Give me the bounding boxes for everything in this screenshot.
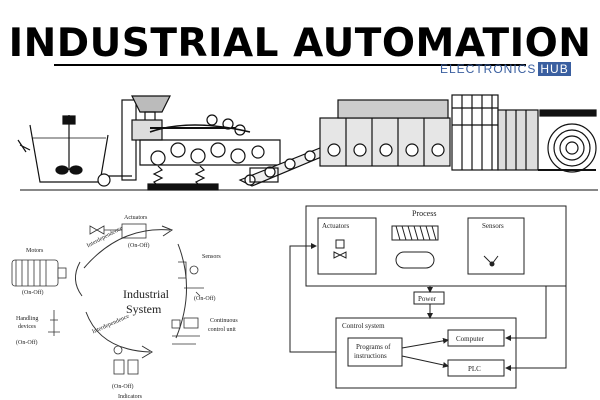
node-indicators-sub: (On-Off) [112, 383, 134, 390]
node-continuous-sub: control unit [208, 327, 236, 333]
handling-device-icon [48, 310, 60, 336]
label-programs-1: Programs of [356, 343, 391, 351]
control-unit-icon [171, 319, 181, 329]
actuators-box [317, 217, 377, 275]
mixer-motor [62, 115, 76, 125]
tank-icon [395, 251, 435, 269]
node-continuous: Continuous [210, 318, 238, 324]
title-underline [54, 64, 526, 66]
reel-winder [547, 123, 597, 173]
label-plc: PLC [468, 365, 481, 373]
label-process: Process [412, 209, 436, 218]
node-handling-2: devices [18, 324, 37, 330]
node-motors: Motors [26, 248, 44, 254]
node-handling-sub: (On-Off) [16, 339, 38, 346]
label-programs-2: instructions [354, 352, 387, 360]
label-power: Power [418, 295, 437, 303]
programs-box [347, 337, 403, 367]
center-label-2: System [126, 302, 162, 316]
control-system-box [335, 317, 517, 389]
page-title: INDUSTRIAL AUTOMATION [8, 21, 592, 66]
node-motors-sub: (On-Off) [22, 289, 44, 296]
arrow-bottom [85, 311, 151, 353]
node-indicators: Indicators [118, 394, 143, 400]
sensor-icon [178, 261, 187, 279]
hopper [131, 95, 171, 113]
node-actuators: Actuators [124, 215, 148, 221]
node-sensors: Sensors [202, 254, 221, 260]
logo-tail: HUB [538, 62, 571, 76]
valve-icon [333, 251, 347, 259]
sensors-box [467, 217, 525, 275]
indicator-lamp-icon [113, 345, 123, 355]
label-control-system: Control system [342, 322, 385, 330]
dryer-unit [319, 117, 451, 167]
actuator-valve-icon [121, 223, 147, 239]
arrow-right [175, 243, 187, 339]
plc-box [447, 359, 505, 377]
logo-main: ELECTRONICS [440, 62, 537, 76]
label-computer: Computer [456, 335, 485, 343]
mixing-tank [29, 124, 109, 183]
node-sensors-sub: (On-Off) [194, 295, 216, 302]
label-actuators: Actuators [322, 222, 349, 230]
center-label-1: Industrial [123, 287, 170, 301]
conveyor-screw-icon [391, 225, 439, 241]
arrow-top [83, 229, 171, 269]
label-sensors: Sensors [482, 222, 504, 230]
node-actuators-sub: (On-Off) [128, 242, 150, 249]
actuator-valve-icon-2 [89, 225, 105, 235]
node-handling: Handling [16, 316, 38, 322]
